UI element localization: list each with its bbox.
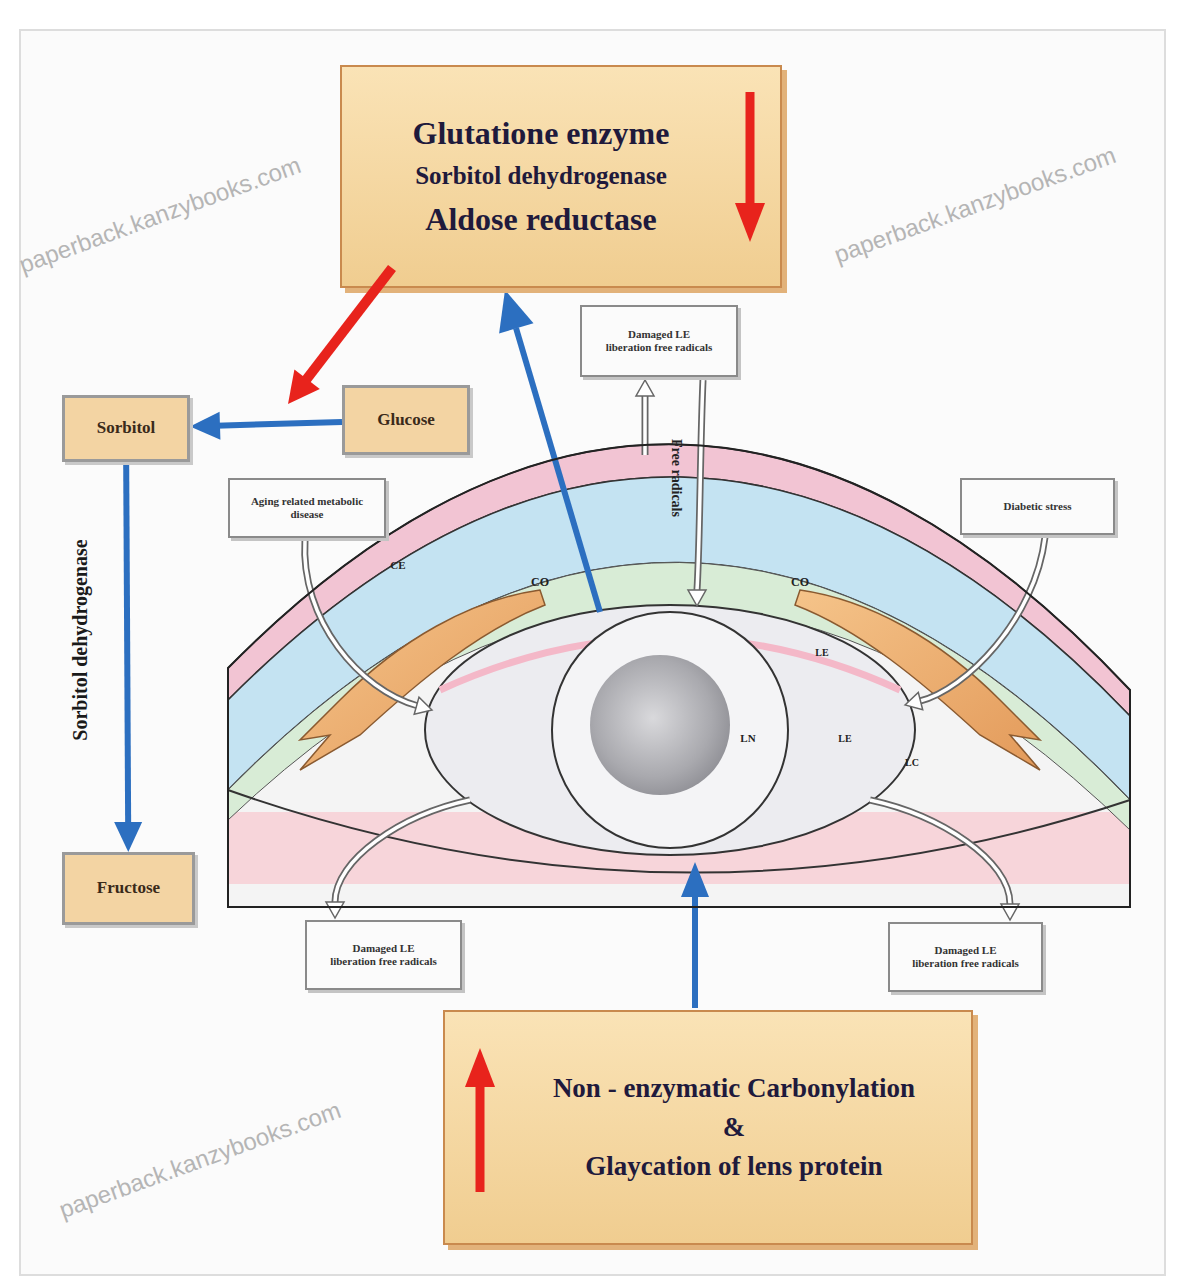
flow-arrow	[114, 462, 142, 852]
ciliary-body	[795, 590, 1040, 770]
part-label: LE	[815, 647, 828, 658]
ciliary-body	[300, 590, 545, 770]
white-arrows	[305, 380, 1045, 920]
lens	[425, 605, 915, 855]
endothelium-band	[228, 562, 1130, 830]
part-label: LC	[905, 757, 919, 768]
part-label: LE	[838, 733, 851, 744]
decrease-arrow	[746, 92, 755, 205]
box-text: Fructose	[97, 878, 160, 899]
box-text: Diabetic stress	[1004, 500, 1072, 513]
box-text: Non - enzymatic Carbonylation	[553, 1072, 915, 1105]
flow-arrow	[190, 412, 342, 440]
metabolite-box: Sorbitol	[62, 395, 190, 462]
box-text: Damaged LE liberation free radicals	[912, 944, 1019, 971]
arrow-head	[465, 1048, 495, 1087]
box-text: Damaged LE liberation free radicals	[604, 328, 714, 355]
box-text: Sorbitol	[97, 418, 156, 439]
enzyme-arrow	[306, 268, 392, 380]
box-text: Damaged LE liberation free radicals	[329, 942, 438, 969]
glycation-box: Non - enzymatic Carbonylation & Glaycation…	[443, 1010, 973, 1245]
damage-box: Damaged LE liberation free radicals	[305, 920, 462, 990]
edge-label: Sorbitol dehydrogenase	[69, 539, 92, 740]
nucleus-core	[590, 655, 730, 795]
part-label: CE	[390, 559, 405, 571]
metabolite-box: Glucose	[342, 385, 470, 455]
increase-arrow	[476, 1085, 485, 1192]
stress-box: Diabetic stress	[960, 478, 1115, 535]
blue-arrow	[692, 895, 698, 1008]
box-text: Glaycation of lens protein	[585, 1150, 882, 1183]
lens-nucleus	[552, 612, 788, 848]
enzyme-box: Glutatione enzymeSorbitol dehydrogenaseA…	[340, 65, 782, 288]
metabolite-box: Fructose	[62, 852, 195, 925]
arrow-head	[681, 862, 709, 897]
part-label: LN	[740, 732, 755, 744]
watermark: paperback.kanzybooks.com	[15, 151, 304, 279]
arrow-head	[735, 203, 765, 242]
box-text: Sorbitol dehydrogenase	[415, 161, 667, 192]
watermark: paperback.kanzybooks.com	[830, 141, 1119, 269]
watermark: paperback.kanzybooks.com	[55, 1096, 344, 1224]
arrow-label: Free radicals	[668, 439, 684, 517]
damage-box: Damaged LE liberation free radicals	[888, 922, 1043, 992]
box-text: &	[723, 1111, 746, 1144]
arrow-head	[288, 369, 320, 404]
arrow-head	[499, 290, 533, 333]
box-text: Glutatione enzyme	[413, 114, 670, 153]
box-text: Aging related metabolic disease	[244, 495, 370, 522]
part-label: CO	[791, 575, 809, 590]
box-text: Aldose reductase	[425, 200, 656, 239]
part-label: CO	[531, 575, 549, 590]
stress-box: Aging related metabolic disease	[228, 478, 386, 538]
damage-box: Damaged LE liberation free radicals	[580, 305, 738, 377]
box-text: Glucose	[377, 410, 435, 431]
